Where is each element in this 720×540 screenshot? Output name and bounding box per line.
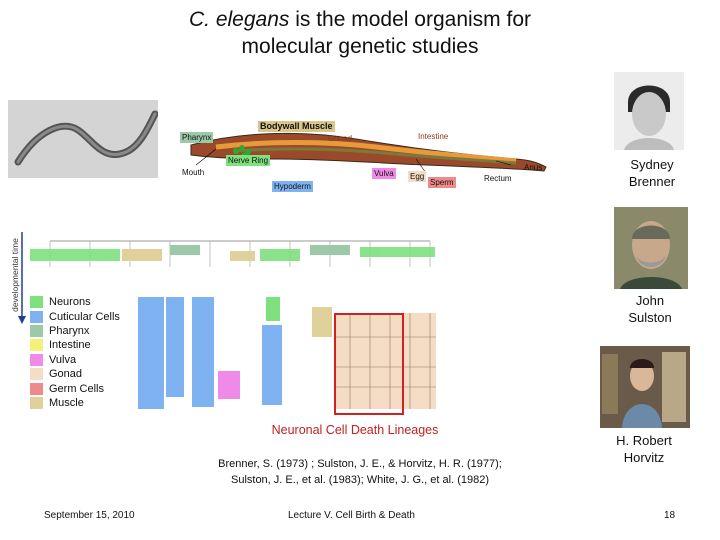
label-intestine: Intestine xyxy=(418,132,449,141)
portrait-sydney-brenner xyxy=(614,72,684,150)
name-line: Sydney xyxy=(630,157,674,172)
label-sperm: Sperm xyxy=(428,177,456,188)
legend-item-neurons: Neurons xyxy=(30,295,120,309)
legend-swatch xyxy=(30,353,43,366)
worm-micrograph xyxy=(8,100,158,178)
cell-lineage-tree xyxy=(30,237,440,409)
legend-swatch xyxy=(30,296,43,309)
label-mouth: Mouth xyxy=(182,168,205,177)
name-line: H. Robert xyxy=(616,433,672,448)
axis-arrow-icon xyxy=(18,232,26,324)
slide-title: C. elegans is the model organism for mol… xyxy=(120,6,600,60)
title-italic: C. elegans xyxy=(188,8,290,31)
legend-label: Vulva xyxy=(49,353,77,366)
legend-label: Intestine xyxy=(49,339,91,352)
portrait-h-robert-horvitz xyxy=(600,346,690,428)
legend-item-cuticular-cells: Cuticular Cells xyxy=(30,309,120,323)
name-john-sulston: John Sulston xyxy=(610,292,690,326)
reference-line-2: Sulston, J. E., et al. (1983); White, J.… xyxy=(230,474,489,486)
footer-lecture-title: Lecture V. Cell Birth & Death xyxy=(288,510,415,521)
label-gonad: Gonad xyxy=(328,134,353,143)
legend-swatch xyxy=(30,339,43,352)
legend-label: Pharynx xyxy=(49,324,90,337)
legend-swatch xyxy=(30,310,43,323)
footer-date: September 15, 2010 xyxy=(44,510,135,521)
worm-anatomy-diagram: Bodywall Muscle Pharynx Gonad Intestine … xyxy=(176,115,556,195)
legend-label: Gonad xyxy=(49,368,83,381)
name-line: Brenner xyxy=(628,174,676,189)
legend-item-gonad: Gonad xyxy=(30,367,120,381)
name-h-robert-horvitz: H. Robert Horvitz xyxy=(596,432,692,466)
legend-swatch xyxy=(30,396,43,409)
cell-death-highlight-box xyxy=(334,313,404,415)
label-nerve-ring: Nerve Ring xyxy=(226,155,271,166)
label-egg: Egg xyxy=(408,171,427,182)
name-line: Horvitz xyxy=(623,450,665,465)
legend-swatch xyxy=(30,382,43,395)
label-rectum: Rectum xyxy=(484,174,512,183)
label-bodywall-muscle: Bodywall Muscle xyxy=(258,121,335,132)
lineage-legend: Neurons Cuticular Cells Pharynx Intestin… xyxy=(30,295,120,410)
legend-label: Germ Cells xyxy=(49,382,105,395)
name-line: John xyxy=(635,293,665,308)
legend-item-muscle: Muscle xyxy=(30,396,120,410)
legend-label: Cuticular Cells xyxy=(49,310,120,323)
title-rest: is the model organism for xyxy=(289,8,531,31)
label-anus: Anus xyxy=(524,163,543,172)
legend-label: Neurons xyxy=(49,296,91,309)
legend-item-pharynx: Pharynx xyxy=(30,324,120,338)
title-line2: molecular genetic studies xyxy=(241,35,479,58)
references: Brenner, S. (1973) ; Sulston, J. E., & H… xyxy=(175,456,545,488)
portrait-john-sulston xyxy=(614,207,688,289)
cell-death-lineages-title: Neuronal Cell Death Lineages xyxy=(271,423,439,437)
legend-swatch xyxy=(30,324,43,337)
legend-item-germ-cells: Germ Cells xyxy=(30,381,120,395)
footer-page-number: 18 xyxy=(664,510,676,521)
legend-item-intestine: Intestine xyxy=(30,338,120,352)
name-sydney-brenner: Sydney Brenner xyxy=(612,156,692,190)
legend-swatch xyxy=(30,368,43,381)
label-hypoderm: Hypoderm xyxy=(272,181,313,192)
reference-line-1: Brenner, S. (1973) ; Sulston, J. E., & H… xyxy=(218,458,502,470)
legend-label: Muscle xyxy=(49,396,84,409)
name-line: Sulston xyxy=(628,310,672,325)
label-pharynx: Pharynx xyxy=(180,132,214,143)
legend-item-vulva: Vulva xyxy=(30,353,120,367)
label-vulva: Vulva xyxy=(372,168,396,179)
